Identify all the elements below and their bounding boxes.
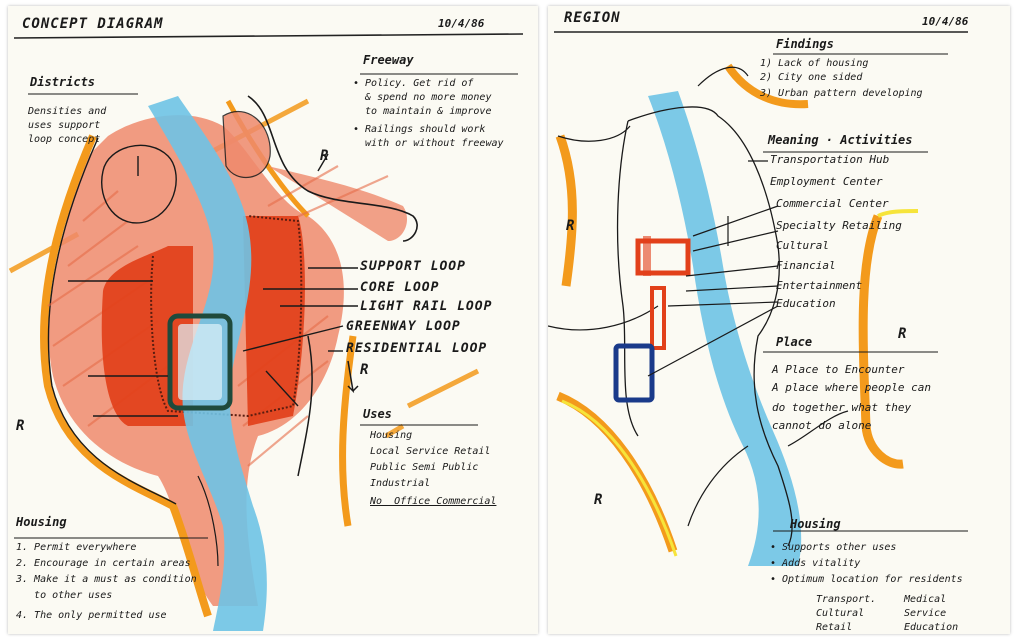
uses-line: Industrial — [370, 478, 430, 490]
activity-item: Commercial Center — [776, 198, 889, 211]
greenway-loop-label: GREENWAY LOOP — [346, 320, 461, 335]
residential-mark: R — [566, 218, 574, 234]
housing-heading: Housing — [16, 516, 67, 530]
place-line: cannot do alone — [772, 420, 871, 433]
activity-item: Education — [776, 298, 836, 311]
housing-heading: Housing — [790, 518, 841, 532]
housing-col1-item: Retail — [816, 622, 852, 634]
housing-line: • Supports other uses — [770, 542, 896, 554]
freeway-line: • Policy. Get rid of — [353, 78, 473, 90]
uses-line: Local Service Retail — [370, 446, 490, 458]
districts-line: uses support — [28, 120, 100, 132]
activity-item: Financial — [776, 260, 836, 273]
findings-line: 3) Urban pattern developing — [760, 88, 923, 100]
housing-line: 1. Permit everywhere — [16, 542, 136, 554]
housing-line: to other uses — [16, 590, 112, 602]
place-line: A place where people can — [772, 382, 931, 395]
region-sheet: REGION 10/4/86 Findings 1) Lack of housi… — [548, 6, 1010, 634]
place-heading: Place — [776, 336, 812, 350]
region-drawing — [548, 6, 1010, 634]
districts-heading: Districts — [30, 76, 95, 90]
uses-heading: Uses — [363, 408, 392, 422]
residential-mark: R — [898, 326, 906, 342]
sheet-date: 10/4/86 — [922, 16, 968, 29]
uses-line: No Office Commercial — [370, 496, 496, 508]
findings-line: 1) Lack of housing — [760, 58, 868, 70]
findings-heading: Findings — [776, 38, 834, 52]
sheet-date: 10/4/86 — [438, 18, 484, 31]
support-loop-label: SUPPORT LOOP — [360, 260, 466, 275]
freeway-line: & spend no more money — [353, 92, 491, 104]
residential-loop-label: RESIDENTIAL LOOP — [346, 342, 487, 357]
uses-line: Public Semi Public — [370, 462, 478, 474]
activity-item: Entertainment — [776, 280, 862, 293]
core-loop-label: CORE LOOP — [360, 281, 439, 296]
housing-line: • Optimum location for residents — [770, 574, 963, 586]
housing-line: • Adds vitality — [770, 558, 860, 570]
housing-line: 4. The only permitted use — [16, 610, 167, 622]
freeway-heading: Freeway — [363, 54, 414, 68]
housing-col1-item: Cultural — [816, 608, 864, 620]
findings-line: 2) City one sided — [760, 72, 862, 84]
place-line: do together what they — [772, 402, 911, 415]
residential-mark: R — [16, 418, 24, 434]
housing-line: 2. Encourage in certain areas — [16, 558, 191, 570]
residential-mark: R — [360, 362, 368, 378]
uses-line: Housing — [370, 430, 412, 442]
activity-item: Transportation Hub — [770, 154, 889, 167]
housing-col2-item: Service — [904, 608, 946, 620]
concept-diagram-sheet: CONCEPT DIAGRAM 10/4/86 Districts Densit… — [8, 6, 538, 634]
residential-mark: R — [594, 492, 602, 508]
housing-col2-item: Education — [904, 622, 958, 634]
activity-item: Cultural — [776, 240, 829, 253]
housing-col2-item: Medical — [904, 594, 946, 606]
districts-line: Densities and — [28, 106, 106, 118]
place-line: A Place to Encounter — [772, 364, 904, 377]
meaning-heading: Meaning · Activities — [768, 134, 913, 148]
light-rail-loop-label: LIGHT RAIL LOOP — [360, 300, 492, 315]
freeway-line: • Railings should work — [353, 124, 485, 136]
freeway-line: with or without freeway — [353, 138, 504, 150]
activity-item: Specialty Retailing — [776, 220, 902, 233]
sheet-title: CONCEPT DIAGRAM — [22, 16, 163, 32]
districts-line: loop concept — [28, 134, 100, 146]
housing-line: 3. Make it a must as condition — [16, 574, 197, 586]
housing-col1-item: Transport. — [816, 594, 876, 606]
freeway-line: to maintain & improve — [353, 106, 491, 118]
sheet-title: REGION — [564, 10, 621, 26]
residential-mark: R — [320, 148, 328, 164]
activity-item: Employment Center — [770, 176, 883, 189]
